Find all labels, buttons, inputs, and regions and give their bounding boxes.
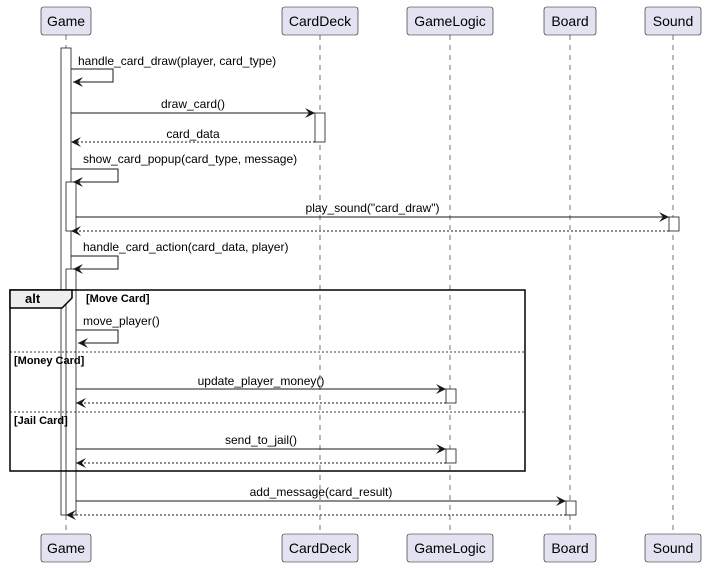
participant-label: Board	[551, 540, 588, 556]
participant-carddeck-top[interactable]: CardDeck	[281, 6, 359, 36]
message-label: add_message(card_result)	[250, 485, 393, 499]
message-draw-card: draw_card()	[71, 97, 315, 118]
activation-game-action	[65, 268, 77, 516]
message-label: draw_card()	[161, 97, 225, 111]
participant-label: Game	[47, 13, 85, 29]
participant-label: GameLogic	[414, 540, 486, 556]
activation-gamelogic-jail	[445, 448, 457, 464]
message-add-message: add_message(card_result)	[76, 485, 566, 506]
participant-label: Board	[551, 13, 588, 29]
alt-fragment-tab	[9, 289, 73, 309]
message-label: send_to_jail()	[225, 433, 297, 447]
participant-sound-bottom[interactable]: Sound	[644, 533, 702, 563]
participant-gamelogic-top[interactable]: GameLogic	[406, 6, 494, 36]
alt-fragment-label: alt	[25, 291, 41, 306]
message-update-player-money: update_player_money()	[76, 374, 446, 394]
message-play-sound: play_sound("card_draw")	[76, 201, 669, 222]
message-label: show_card_popup(card_type, message)	[83, 152, 297, 166]
guard-move-card: [Move Card]	[86, 293, 150, 305]
participant-label: Sound	[653, 540, 693, 556]
message-handle-card-draw: handle_card_draw(player, card_type)	[71, 54, 276, 87]
message-send-to-jail: send_to_jail()	[76, 433, 446, 454]
activation-game-popup	[65, 181, 77, 232]
activation-gamelogic-money	[445, 388, 457, 404]
message-label: update_player_money()	[198, 374, 325, 388]
message-label: handle_card_action(card_data, player)	[83, 240, 288, 254]
message-label: handle_card_draw(player, card_type)	[78, 54, 276, 68]
activation-board	[565, 500, 577, 516]
participant-label: GameLogic	[414, 13, 486, 29]
message-show-card-popup: show_card_popup(card_type, message)	[71, 152, 297, 187]
participant-label: CardDeck	[289, 540, 352, 556]
participant-label: Game	[47, 540, 85, 556]
guard-money-card: [Money Card]	[14, 355, 85, 367]
message-label: play_sound("card_draw")	[306, 201, 440, 215]
participant-label: CardDeck	[289, 13, 352, 29]
participant-board-bottom[interactable]: Board	[543, 533, 597, 563]
message-move-player: move_player()	[76, 314, 160, 348]
activation-sound	[668, 216, 680, 232]
participant-sound-top[interactable]: Sound	[644, 6, 702, 36]
message-handle-card-action: handle_card_action(card_data, player)	[71, 240, 288, 274]
alt-fragment-frame	[9, 289, 526, 472]
participant-gamelogic-bottom[interactable]: GameLogic	[406, 533, 494, 563]
guard-jail-card: [Jail Card]	[14, 415, 68, 427]
message-card-data-return: card_data	[71, 127, 315, 147]
participant-board-top[interactable]: Board	[543, 6, 597, 36]
participant-game-bottom[interactable]: Game	[40, 533, 92, 563]
participant-carddeck-bottom[interactable]: CardDeck	[281, 533, 359, 563]
message-label: move_player()	[83, 314, 160, 328]
message-label: card_data	[166, 127, 220, 141]
activation-carddeck	[314, 112, 326, 143]
participant-game-top[interactable]: Game	[40, 6, 92, 36]
participant-label: Sound	[653, 13, 693, 29]
